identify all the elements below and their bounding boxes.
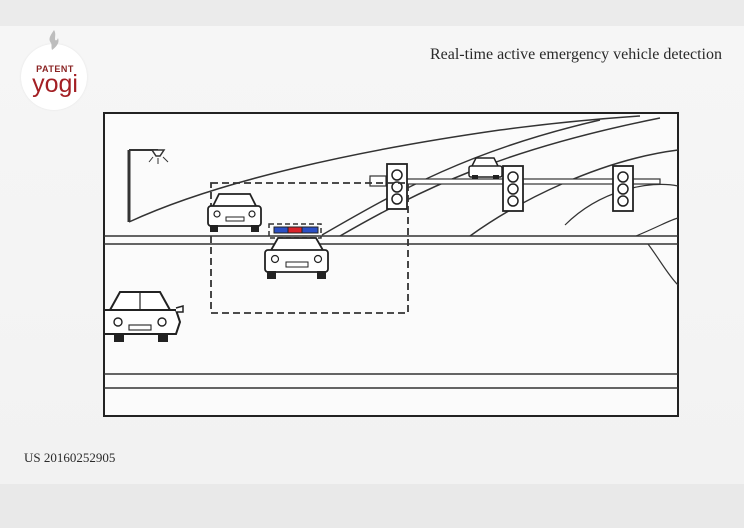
traffic-light-icon xyxy=(387,164,407,209)
traffic-light-icon xyxy=(613,166,633,211)
figure-frame xyxy=(104,113,678,416)
traffic-light-icon xyxy=(503,166,523,211)
patent-number: US 20160252905 xyxy=(24,450,115,466)
car-icon xyxy=(208,194,261,232)
